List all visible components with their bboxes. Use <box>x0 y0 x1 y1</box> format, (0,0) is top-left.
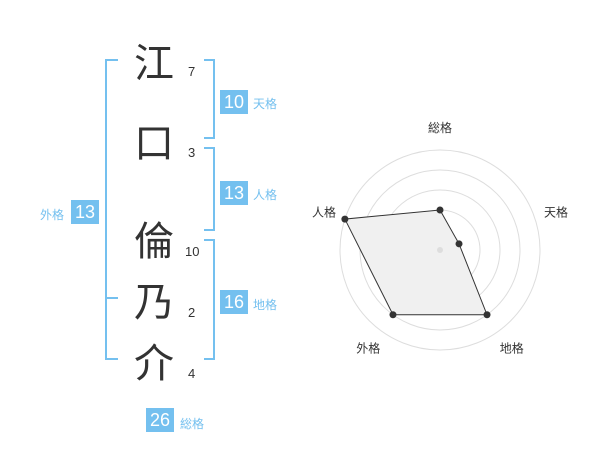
soukaku-label: 総格 <box>180 417 205 431</box>
radar-axis-label-4: 外格 <box>356 341 380 356</box>
radar-point-5 <box>341 215 349 223</box>
stroke-count-2: 3 <box>188 145 196 160</box>
name-char-2: 口 <box>134 121 174 167</box>
name-char-4: 乃 <box>134 280 174 326</box>
name-char-1: 江 <box>134 41 174 87</box>
stroke-count-3: 10 <box>185 244 200 259</box>
stroke-count-1: 7 <box>188 64 196 79</box>
jinkaku-badge: 13 <box>220 181 248 205</box>
chikaku-badge: 16 <box>220 290 248 314</box>
radar-point-1 <box>436 206 444 214</box>
tenkaku-badge: 10 <box>220 90 248 114</box>
bracket-tenkaku <box>204 59 215 139</box>
radar-point-3 <box>483 311 491 319</box>
bracket-jinkaku <box>204 147 215 231</box>
gaikaku-label: 外格 <box>40 208 65 222</box>
radar-axis-label-1: 総格 <box>428 120 452 135</box>
bracket-gaikaku <box>105 59 118 360</box>
soukaku-badge: 26 <box>146 408 174 432</box>
jinkaku-label: 人格 <box>253 188 278 202</box>
radar-ring-5 <box>339 149 541 351</box>
radar-center <box>437 247 443 253</box>
radar-axis-label-3: 地格 <box>500 341 524 356</box>
radar-point-4 <box>389 311 397 319</box>
stroke-count-4: 2 <box>188 305 196 320</box>
bracket-chikaku <box>204 239 215 360</box>
radar-shape <box>344 209 488 316</box>
radar-point-2 <box>455 240 463 248</box>
tenkaku-label: 天格 <box>253 97 278 111</box>
radar-axis-label-5: 人格 <box>312 204 336 219</box>
radar-axis-label-2: 天格 <box>544 204 568 219</box>
gaikaku-badge: 13 <box>71 200 99 224</box>
name-char-5: 介 <box>134 341 174 387</box>
chikaku-label: 地格 <box>253 298 278 312</box>
name-char-3: 倫 <box>134 219 174 265</box>
stroke-count-5: 4 <box>188 366 196 381</box>
